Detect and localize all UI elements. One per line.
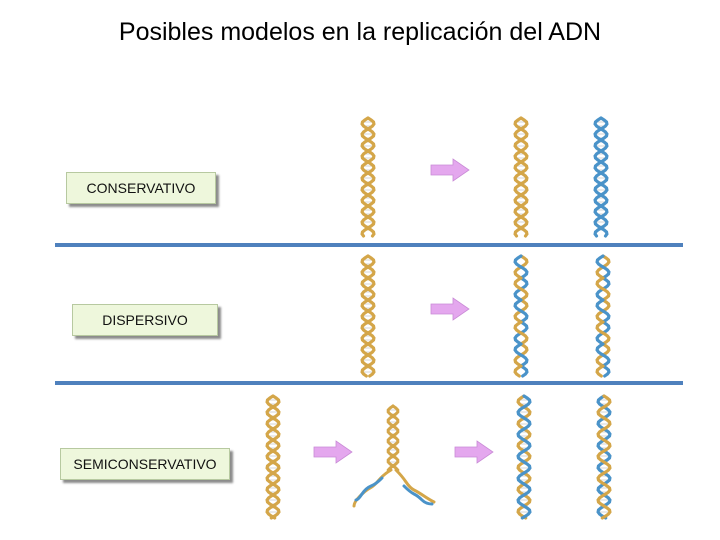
daughter-helix-semiconservativo-1 [518,396,530,518]
arrow-icon-semiconservativo-1 [314,441,352,463]
parent-helix-dispersivo [362,256,374,376]
replication-fork [354,406,434,506]
daughter-helix-dispersivo-2 [597,256,609,376]
arrow-icon-dispersivo [431,298,469,320]
arrow-icon-conservativo [431,159,469,181]
daughter-helix-conservativo-2 [595,118,607,236]
daughter-helix-conservativo-1 [515,118,527,236]
arrow-icon-semiconservativo-2 [455,441,493,463]
parent-helix-semiconservativo [267,396,279,518]
daughter-helix-dispersivo-1 [515,256,527,376]
daughter-helix-semiconservativo-2 [598,396,610,518]
parent-helix-conservativo [362,118,374,236]
